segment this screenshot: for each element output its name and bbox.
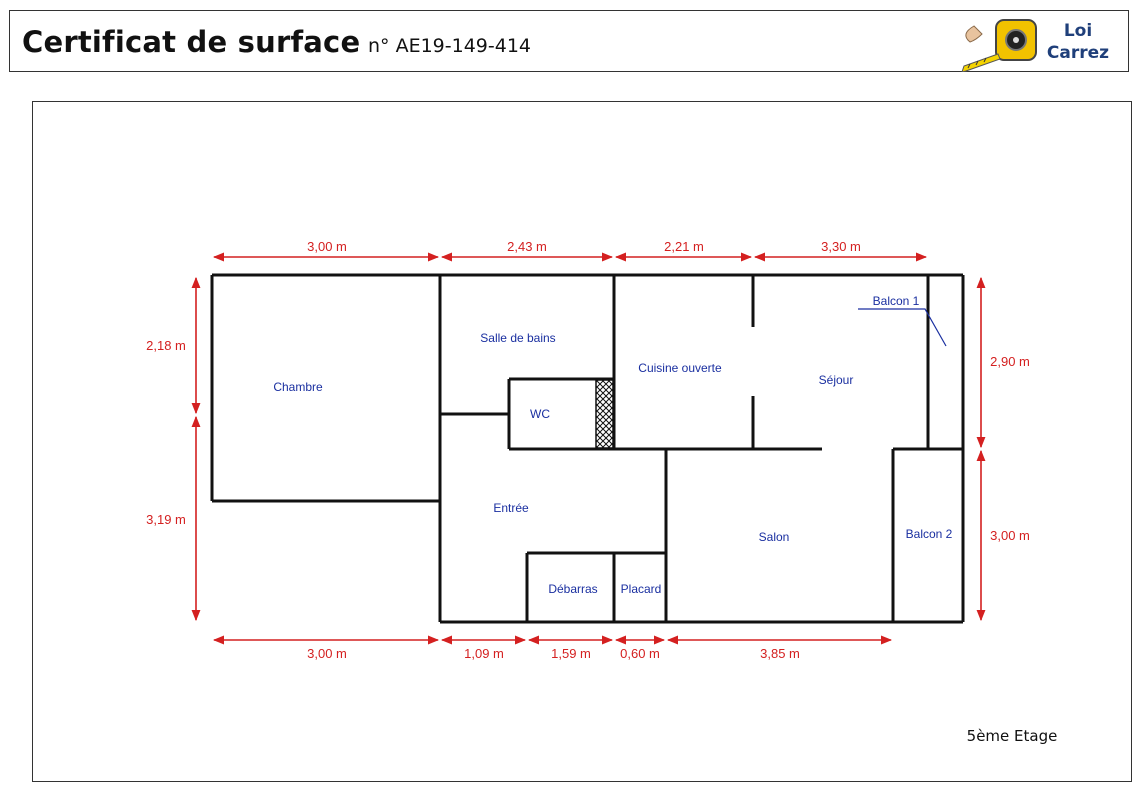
dim-bottom-1: 3,00 m <box>307 646 347 661</box>
room-placard: Placard <box>621 582 662 596</box>
room-cuisine: Cuisine ouverte <box>638 361 722 375</box>
room-wc: WC <box>530 407 550 421</box>
loi-carrez-logo: Loi Carrez <box>956 14 1116 73</box>
tape-measure-icon <box>961 19 1037 73</box>
logo-line-carrez: Carrez <box>1046 43 1110 63</box>
dim-bottom-3: 1,59 m <box>551 646 591 661</box>
certificate-title: Certificat de surface <box>22 25 361 59</box>
room-debarras: Débarras <box>548 582 597 596</box>
room-salle-de-bains: Salle de bains <box>480 331 555 345</box>
dim-bottom-5: 3,85 m <box>760 646 800 661</box>
dim-top-1: 3,00 m <box>307 239 347 254</box>
hatched-duct <box>595 379 614 449</box>
room-balcon1: Balcon 1 <box>873 294 920 308</box>
room-entree: Entrée <box>493 501 529 515</box>
balcon1-leader <box>858 308 947 347</box>
certificate-header: Certificat de surface n° AE19-149-414 Lo… <box>9 10 1129 73</box>
dim-bottom-2: 1,09 m <box>464 646 504 661</box>
room-sejour: Séjour <box>819 373 854 387</box>
dim-top-4: 3,30 m <box>821 239 861 254</box>
dim-right-1: 2,90 m <box>990 354 1030 369</box>
room-chambre: Chambre <box>273 380 323 394</box>
dim-bottom-4: 0,60 m <box>620 646 660 661</box>
logo-line-loi: Loi <box>1063 21 1093 41</box>
floor-plan-frame <box>32 101 1132 782</box>
certificate-number: n° AE19-149-414 <box>368 35 532 57</box>
walls <box>210 273 965 624</box>
dim-top-2: 2,43 m <box>507 239 547 254</box>
room-balcon2: Balcon 2 <box>906 527 953 541</box>
logo-text: Loi Carrez <box>1042 20 1114 64</box>
dim-left-2: 3,19 m <box>146 512 186 527</box>
dim-top-3: 2,21 m <box>664 239 704 254</box>
dim-right-2: 3,00 m <box>990 528 1030 543</box>
room-salon: Salon <box>759 530 790 544</box>
floor-label: 5ème Etage <box>967 727 1058 745</box>
dim-left-1: 2,18 m <box>146 338 186 353</box>
